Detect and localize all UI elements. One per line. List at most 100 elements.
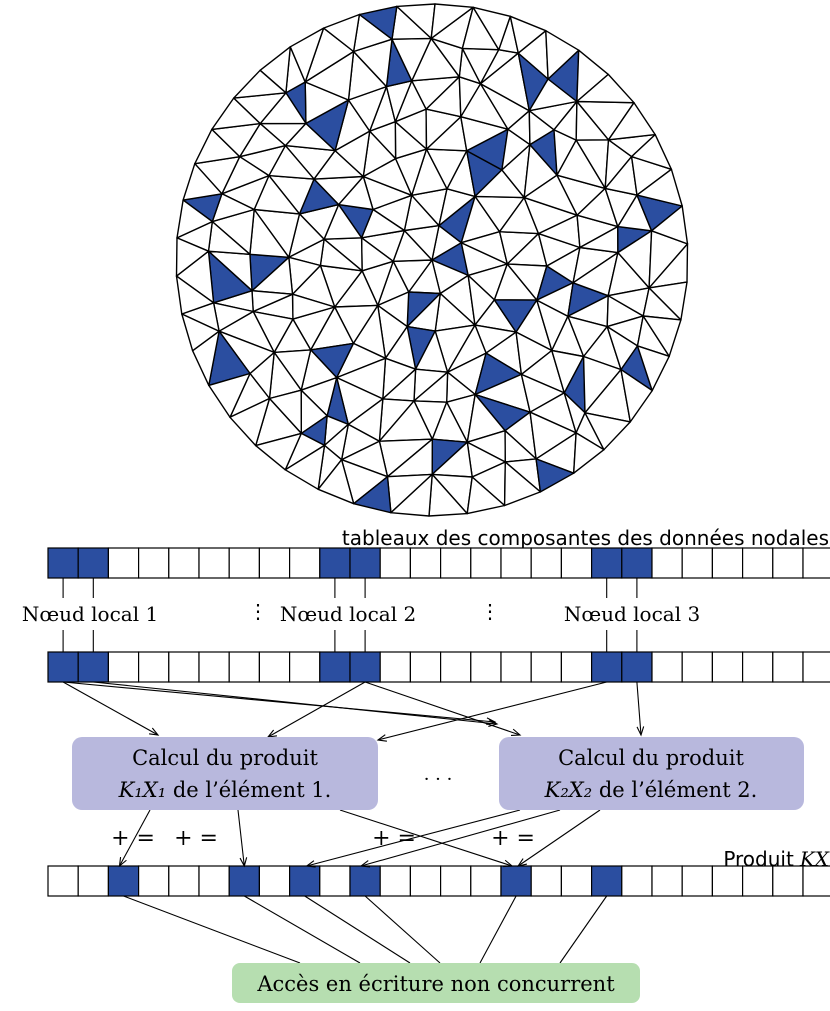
array-cell — [228, 651, 260, 683]
array-cell — [228, 865, 260, 897]
node-label-3: Nœud local 3 — [564, 602, 700, 626]
connector-line — [93, 681, 498, 725]
array-cell — [440, 651, 472, 683]
array-cell — [470, 547, 502, 579]
array-cell — [681, 865, 714, 897]
array-cell — [500, 651, 532, 683]
element-2-line2: K₂X₂ de l’élément 2. — [544, 778, 758, 802]
array-cell — [258, 865, 291, 897]
connector-line — [559, 895, 608, 964]
element-2-title: Calcul du produit — [558, 746, 744, 770]
array-cell — [772, 865, 804, 897]
product-label-word: Produit — [723, 847, 794, 871]
arrow-head — [266, 729, 277, 738]
array-cell — [621, 865, 653, 897]
array-cell — [590, 651, 623, 683]
array-cell — [319, 547, 351, 579]
connector-line — [63, 681, 496, 723]
array-cell — [651, 865, 683, 897]
mesh-triangle — [284, 444, 326, 490]
mesh-triangle — [535, 458, 575, 493]
triangle-mesh-disc — [175, 3, 689, 517]
vdots-2: ⋮ — [480, 599, 500, 623]
array-cell — [138, 547, 170, 579]
connector-line — [364, 681, 521, 736]
connector-line — [360, 809, 561, 867]
arrow-head — [239, 857, 248, 868]
mesh-triangle — [254, 432, 302, 471]
connector-line — [339, 809, 513, 867]
array-cell — [349, 547, 381, 579]
array-cell — [77, 547, 109, 579]
array-cell — [500, 865, 532, 897]
nodal-array-second — [47, 651, 830, 683]
array-cell — [741, 651, 774, 683]
mesh-triangle — [175, 275, 215, 315]
mesh-triangle — [358, 5, 398, 40]
array-cell — [289, 547, 321, 579]
array-cell — [651, 651, 683, 683]
mesh-triangle — [636, 168, 683, 207]
array-cell — [168, 547, 200, 579]
array-cell — [47, 651, 79, 683]
mesh-triangle — [430, 3, 474, 40]
connector-lines — [62, 578, 645, 964]
mesh-triangle — [229, 397, 271, 447]
array-cell — [289, 651, 321, 683]
connector-line — [304, 895, 411, 964]
node-label-2: Nœud local 2 — [280, 602, 416, 626]
arrow-head — [510, 728, 522, 737]
mesh-triangle — [584, 412, 631, 451]
plus-equals-1: + = — [111, 826, 155, 851]
arrow-head — [636, 726, 645, 737]
product-label-math: KX — [799, 847, 830, 871]
mesh-triangle — [576, 73, 635, 104]
array-cell — [711, 547, 744, 579]
array-cell — [560, 547, 593, 579]
connector-line — [517, 809, 601, 867]
mesh-triangle — [545, 30, 580, 80]
array-cell — [107, 651, 140, 683]
element-1-box — [72, 737, 378, 810]
connector-line — [119, 809, 151, 867]
connector-line — [62, 681, 159, 736]
array-cell — [741, 865, 774, 897]
nodal-array-title: tableaux des composantes des données nod… — [342, 526, 829, 550]
mesh-triangle — [289, 27, 325, 83]
array-cell — [349, 651, 381, 683]
connector-line — [237, 809, 245, 867]
array-cell — [47, 865, 79, 897]
arrow-head — [149, 727, 160, 736]
mesh-triangle — [176, 199, 214, 239]
array-cell — [107, 865, 140, 897]
mesh-triangle — [509, 15, 547, 54]
array-cell — [470, 865, 502, 897]
element-1-line2: K₁X₁ de l’élément 1. — [118, 778, 332, 802]
connector-line — [479, 895, 517, 964]
connector-line — [267, 681, 366, 738]
array-cell — [168, 651, 200, 683]
element-2-box — [499, 737, 804, 810]
array-cell — [409, 547, 442, 579]
array-cell — [500, 547, 532, 579]
mesh-triangle — [650, 205, 689, 245]
array-cell — [681, 651, 714, 683]
array-cell — [138, 651, 170, 683]
mesh-triangle — [181, 313, 220, 352]
mesh-triangle — [607, 101, 656, 141]
array-cell — [741, 547, 774, 579]
array-cell — [77, 865, 109, 897]
plus-equals-2: + = — [174, 826, 218, 851]
array-cell — [621, 651, 653, 683]
ellipsis: · · · — [424, 769, 453, 790]
mesh-triangle — [322, 13, 361, 53]
array-cell — [681, 547, 714, 579]
array-cell — [289, 865, 321, 897]
array-cell — [802, 651, 830, 683]
array-cell — [77, 651, 109, 683]
nodal-array-top — [47, 547, 830, 579]
array-cell — [349, 865, 381, 897]
